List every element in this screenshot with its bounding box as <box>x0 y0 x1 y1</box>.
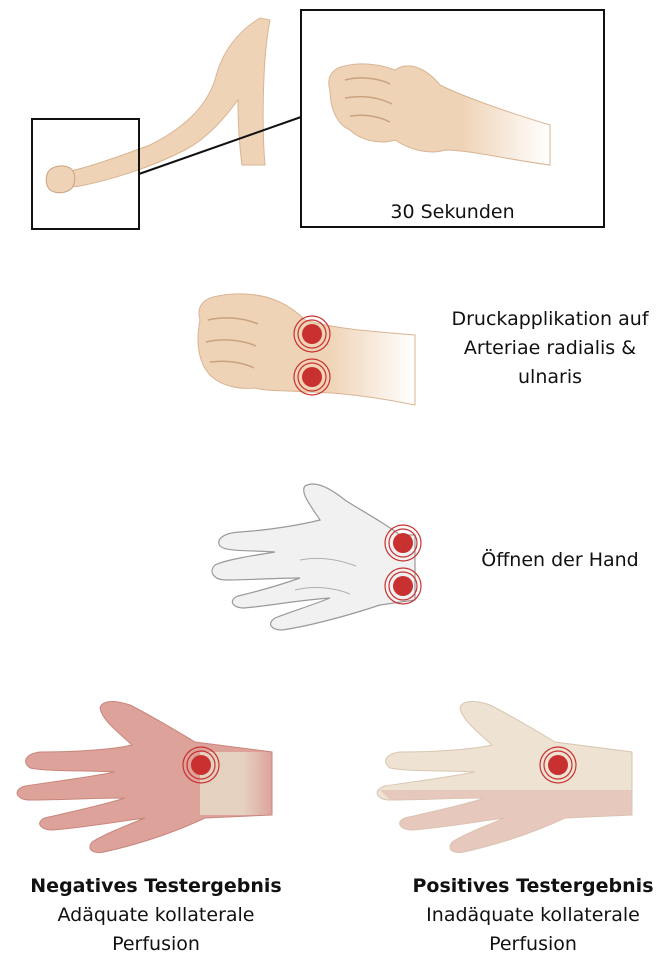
step2-caption-line: Arteriae radialis & <box>440 334 660 363</box>
negative-result-caption: Negatives Testergebnis Adäquate kollater… <box>10 872 302 959</box>
step2-caption-line: Druckapplikation auf <box>440 305 660 334</box>
fist-closeup <box>329 64 550 165</box>
hand-negative-result <box>17 702 272 853</box>
negative-result-title: Negatives Testergebnis <box>10 872 302 901</box>
hand-positive-result <box>377 702 632 853</box>
fist-compressed <box>198 294 415 405</box>
negative-result-line1: Adäquate kollaterale <box>10 901 302 930</box>
step1-caption: 30 Sekunden <box>301 198 604 227</box>
positive-result-line1: Inadäquate kollaterale <box>388 901 663 930</box>
step2-caption: Druckapplikation auf Arteriae radialis &… <box>440 305 660 392</box>
step3-caption: Öffnen der Hand <box>462 546 658 575</box>
positive-result-caption: Positives Testergebnis Inadäquate kollat… <box>388 872 663 959</box>
step2-caption-line: ulnaris <box>440 363 660 392</box>
open-pale-hand <box>212 484 415 630</box>
positive-result-line2: Perfusion <box>388 930 663 959</box>
positive-result-title: Positives Testergebnis <box>388 872 663 901</box>
negative-result-line2: Perfusion <box>10 930 302 959</box>
